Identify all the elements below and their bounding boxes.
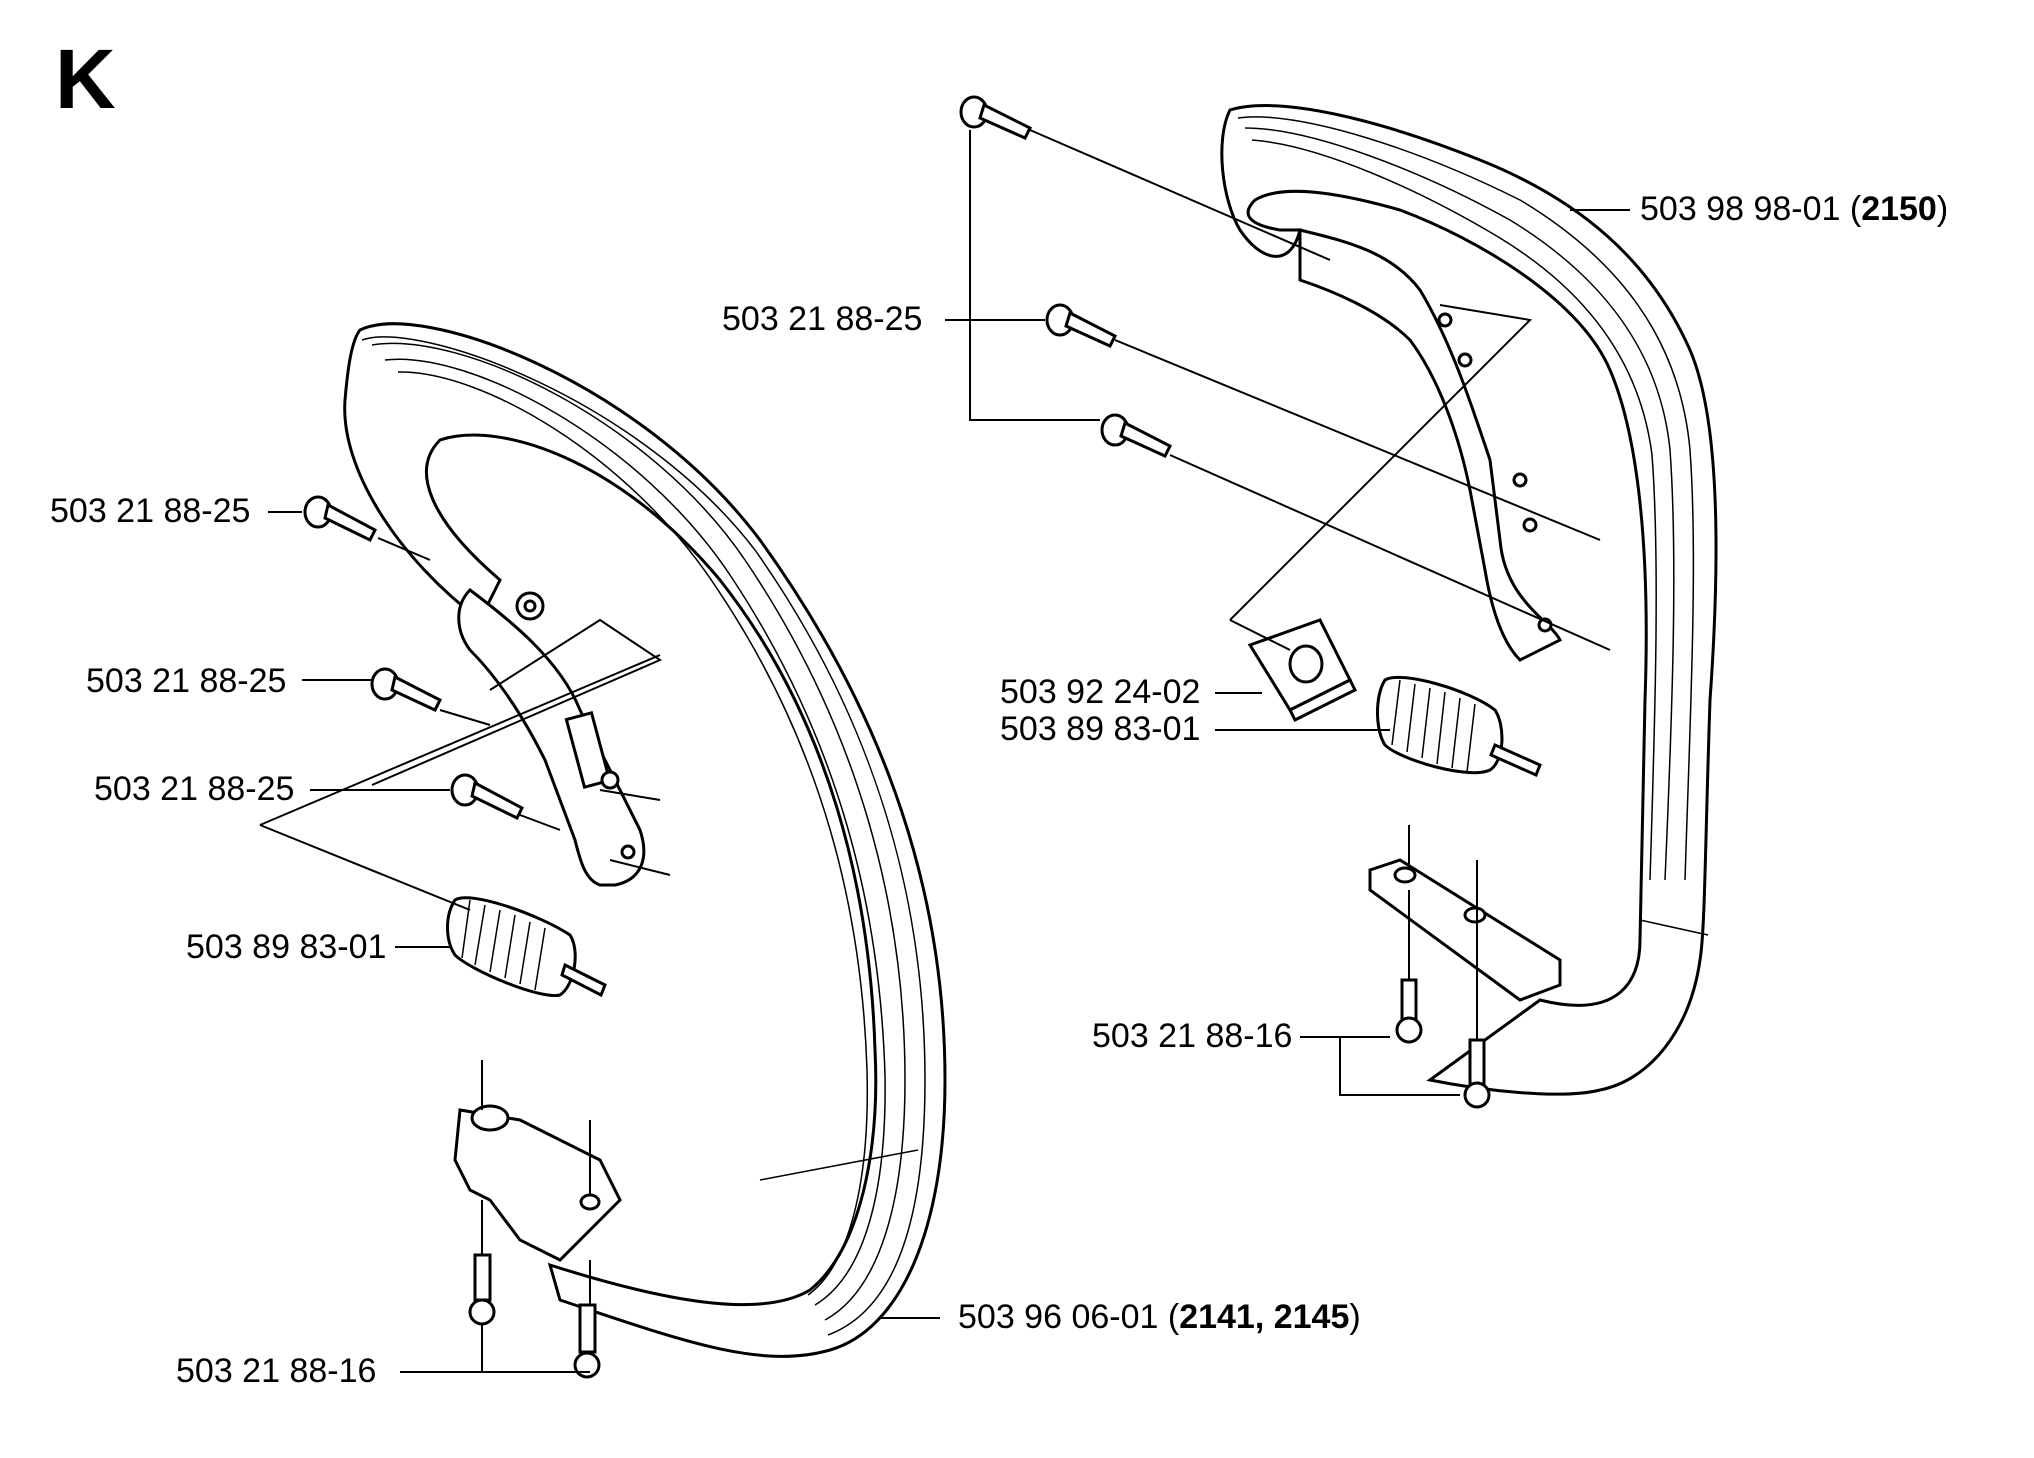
label-left-screw-1: 503 21 88-25 <box>50 492 250 530</box>
left-screw-2 <box>370 667 443 712</box>
label-left-spring: 503 89 83-01 <box>186 928 386 966</box>
right-handlebar-part: 503 98 98-01 <box>1640 190 1840 228</box>
label-right-lower-screws: 503 21 88-16 <box>1092 1017 1292 1055</box>
right-handlebar <box>1220 104 1718 1096</box>
left-handlebar <box>343 322 947 1358</box>
label-right-screw: 503 21 88-25 <box>722 300 922 338</box>
label-right-spring: 503 89 83-01 <box>1000 710 1200 748</box>
label-left-screw-2: 503 21 88-25 <box>86 662 286 700</box>
right-spring <box>1376 675 1542 778</box>
left-spring <box>446 896 607 998</box>
label-left-handlebar: 503 96 06-01 (2141, 2145) <box>958 1298 1361 1336</box>
right-lower-screw-1 <box>1395 978 1423 1044</box>
left-screw-1 <box>303 495 377 543</box>
left-screw-3 <box>450 773 524 821</box>
label-left-lower-screws: 503 21 88-16 <box>176 1352 376 1390</box>
right-lower-screw-2 <box>1463 1038 1491 1109</box>
left-lower-screw-2 <box>573 1303 601 1379</box>
left-handlebar-part: 503 96 06-01 <box>958 1298 1158 1336</box>
right-leaders <box>945 129 1630 1096</box>
label-right-handlebar: 503 98 98-01 (2150) <box>1640 190 1948 228</box>
label-left-screw-3: 503 21 88-25 <box>94 770 294 808</box>
right-screw-low <box>1100 413 1173 458</box>
section-letter: K <box>55 32 116 126</box>
left-leaders <box>259 511 940 1373</box>
left-lower-screw-1 <box>468 1253 496 1326</box>
right-screw-mid <box>1045 303 1118 348</box>
label-right-plate: 503 92 24-02 <box>1000 673 1200 711</box>
right-handlebar-models: 2150 <box>1861 190 1937 228</box>
left-handlebar-models: 2141, 2145 <box>1179 1298 1349 1336</box>
right-plate <box>1247 618 1358 723</box>
right-screw-top <box>959 95 1033 140</box>
